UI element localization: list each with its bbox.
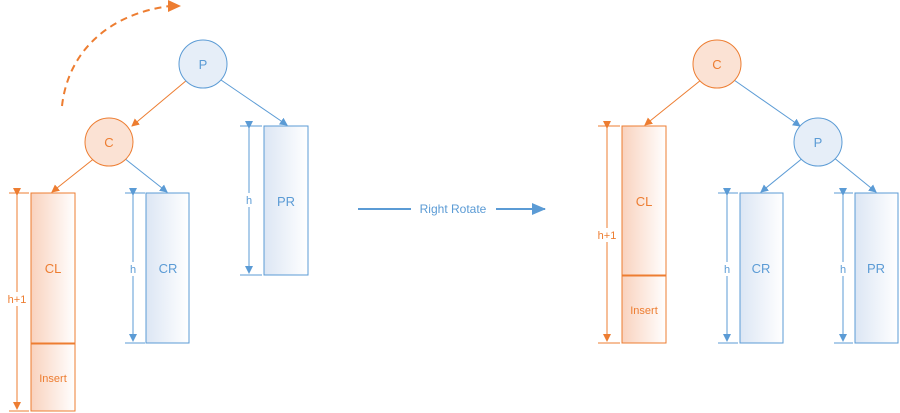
block-cl (30, 192, 76, 344)
node-c-label: C (104, 135, 113, 150)
block-insert (30, 343, 76, 412)
block-pr-label: PR (277, 194, 295, 209)
block-pr-after (854, 192, 899, 344)
block-pr-after-label: PR (867, 261, 885, 276)
block-insert-label: Insert (39, 373, 67, 385)
node-p (178, 39, 228, 89)
height-cl-label-bg (5, 292, 29, 306)
edge-c-cl (51, 156, 97, 193)
height-cr-after-label: h (724, 264, 730, 276)
node-p-label: P (199, 57, 208, 72)
block-cr (145, 192, 190, 344)
before-tree: P C CL Insert h+1 CR h PR h (5, 0, 309, 412)
height-pr-after-label: h (840, 264, 846, 276)
right-rotate-label: Right Rotate (420, 202, 487, 216)
edge-c-cr (123, 157, 168, 193)
edge-p-c (131, 79, 188, 127)
after-tree: C P CL Insert h+1 CR h PR h (595, 39, 899, 344)
height-cr-label: h (130, 264, 136, 276)
node-p-after (793, 117, 843, 167)
node-c (84, 117, 134, 167)
block-insert-after-label: Insert (630, 305, 658, 317)
edge-p-cr-after (760, 156, 805, 193)
block-cr-after-label: CR (752, 261, 771, 276)
rotation-arc-arrowhead (168, 0, 181, 12)
height-pr-label-bg (243, 193, 255, 207)
right-rotate-arrow: Right Rotate (358, 200, 546, 217)
height-cl-after-label: h+1 (598, 230, 617, 242)
edge-c-p-after (733, 79, 801, 127)
height-cl-after-label-bg (595, 228, 619, 242)
height-pr-after-label-bg (837, 262, 849, 276)
node-c-after-label: C (712, 57, 721, 72)
height-cr-label-bg (127, 262, 139, 276)
edge-c-cl-after (644, 79, 702, 126)
rotation-arc-arrow (61, 5, 171, 107)
height-pr-label: h (246, 195, 252, 207)
edge-p-pr (220, 79, 288, 126)
block-pr (263, 125, 309, 276)
height-cl-label: h+1 (8, 294, 27, 306)
block-cr-after (739, 192, 784, 344)
block-cl-after (621, 125, 667, 276)
node-c-after (692, 39, 742, 89)
right-rotate-label-bg (411, 200, 496, 217)
height-cr-after-label-bg (721, 262, 733, 276)
node-p-after-label: P (814, 135, 823, 150)
block-insert-after (621, 275, 667, 344)
block-cr-label: CR (159, 261, 178, 276)
block-cl-after-label: CL (636, 194, 653, 209)
block-cl-label: CL (45, 261, 62, 276)
edge-p-pr-after (832, 156, 877, 193)
